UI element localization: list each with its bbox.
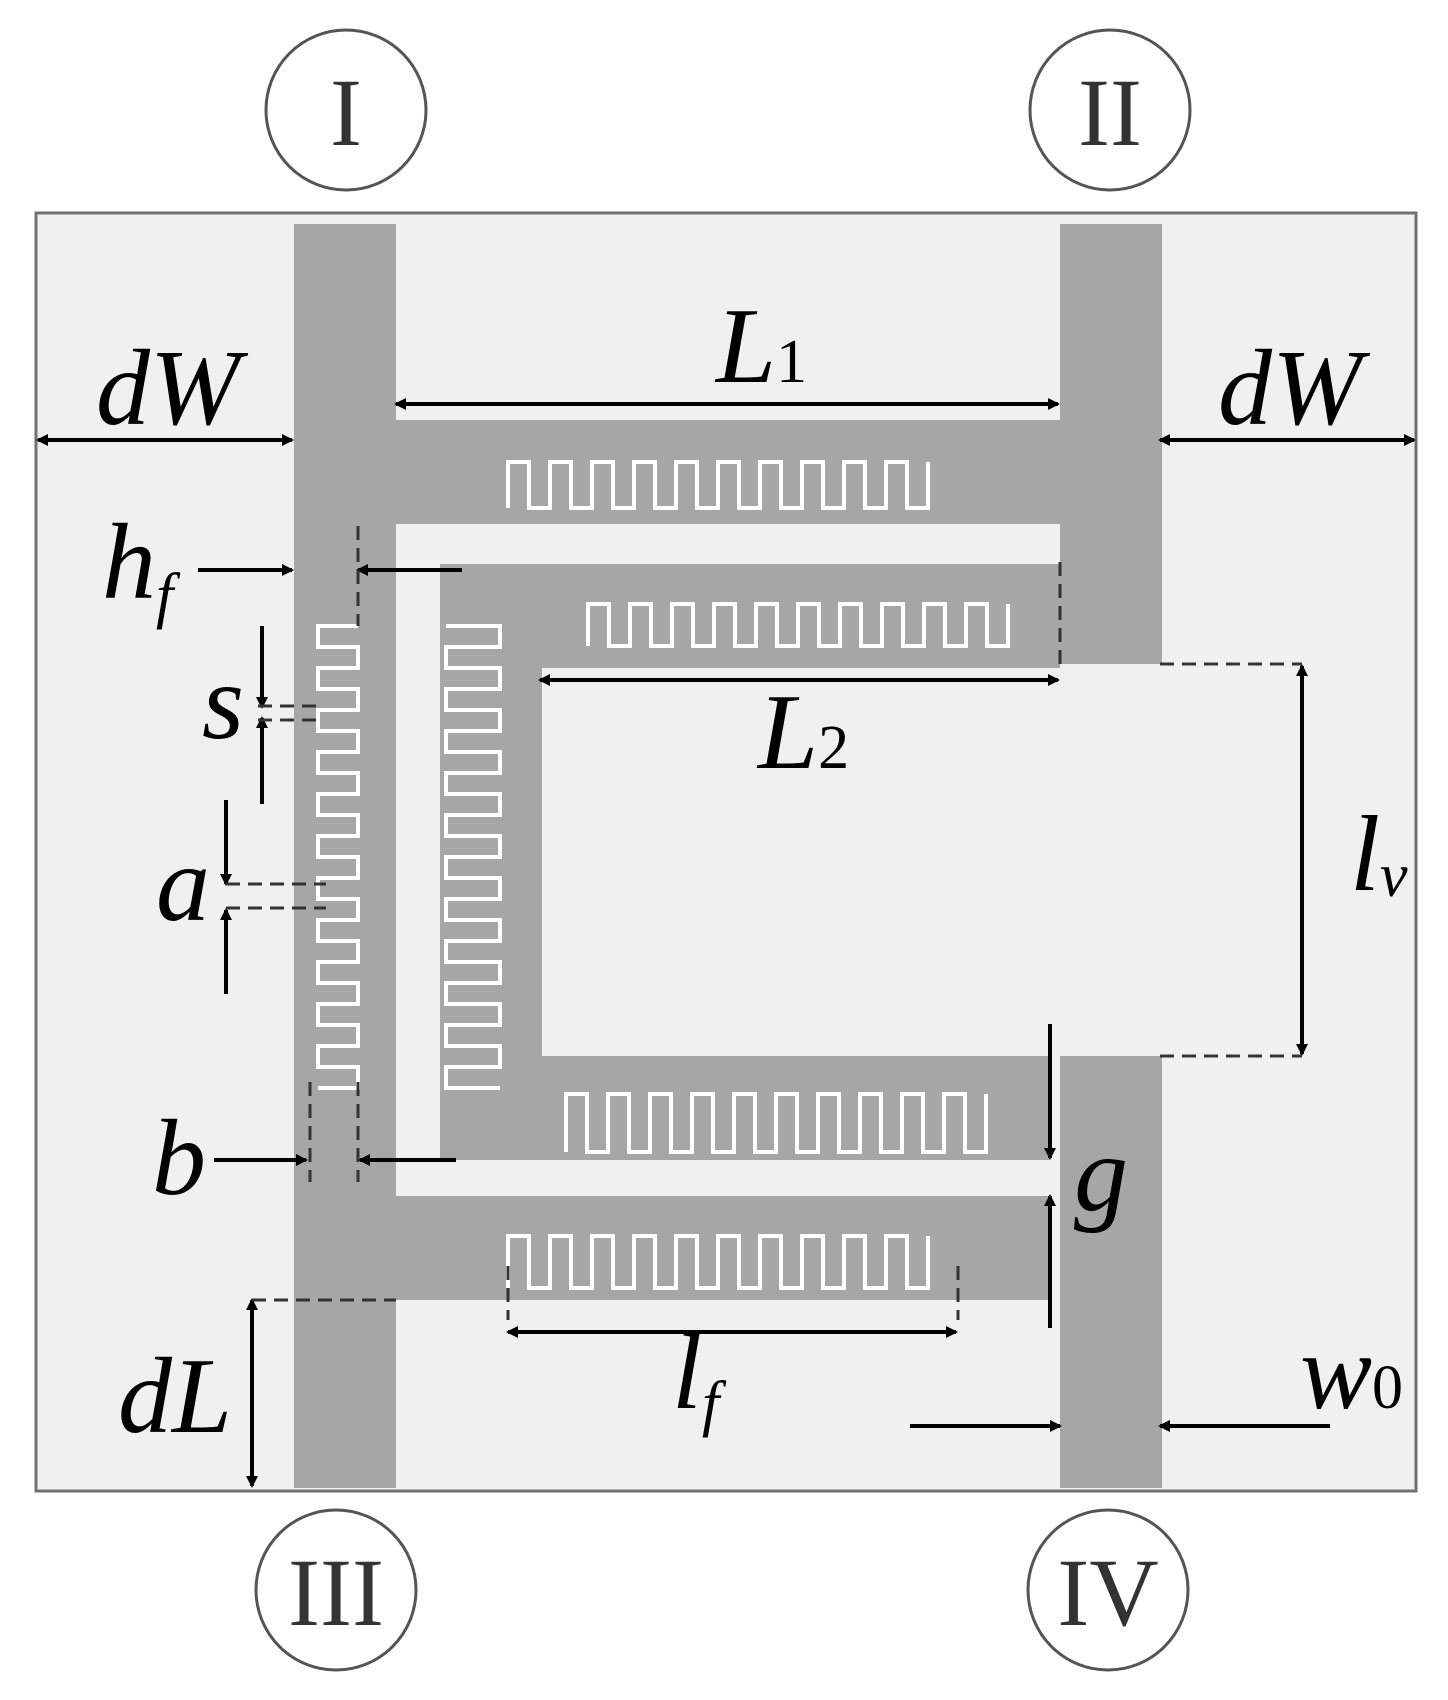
label-dw-right: dW (1218, 329, 1371, 448)
label-g: g (1074, 1115, 1128, 1234)
feed-line-port-4 (1060, 1056, 1162, 1488)
label-a: a (156, 825, 210, 944)
port-label: II (1078, 59, 1142, 166)
label-l1-sub: 1 (776, 328, 807, 396)
label-lv-sub: v (1380, 842, 1408, 910)
label-b: b (152, 1099, 206, 1218)
left-vertical-arm (294, 600, 396, 1300)
port-circle (254, 1508, 418, 1672)
label-dl: dL (118, 1337, 232, 1456)
label-dw-left: dW (96, 329, 249, 448)
top-outer-arm (396, 420, 1160, 524)
label-l2: L2 (756, 673, 849, 792)
left-outer-meander (316, 624, 360, 1090)
label-w0-main: w (1300, 1313, 1372, 1432)
label-w0: w0 (1300, 1313, 1403, 1432)
port-label: IV (1057, 1539, 1158, 1646)
conductor-layer (294, 224, 1162, 1488)
label-l2-sub: 2 (818, 714, 849, 782)
port-circle (1028, 28, 1192, 192)
left-inner-meander (444, 624, 502, 1090)
extension-lines (226, 526, 1302, 1320)
bottom-inner-arm (440, 1056, 1050, 1160)
label-hf-main: h (102, 503, 156, 622)
label-lf: lf (672, 1313, 727, 1438)
label-l1: L1 (714, 287, 807, 406)
label-w0-sub: 0 (1372, 1354, 1403, 1422)
label-lf-main: l (672, 1313, 702, 1432)
port-label: I (330, 59, 362, 166)
port-1: I (264, 28, 428, 192)
port-label: III (288, 1539, 384, 1646)
label-s: s (202, 643, 244, 762)
port-circle (264, 28, 428, 192)
bottom-outer-meander (506, 1234, 930, 1290)
label-lv-main: l (1350, 795, 1380, 914)
top-inner-arm (440, 564, 1060, 668)
label-lv: lv (1350, 795, 1408, 914)
port-4: IV (1026, 1508, 1190, 1672)
dimension-lines (36, 398, 1416, 1488)
port-2: II (1028, 28, 1192, 192)
top-outer-meander (506, 460, 930, 510)
dimension-labels: dW dW L1 L2 hf s a b lv g lf dL w0 (96, 287, 1408, 1456)
bottom-inner-meander (564, 1092, 988, 1154)
bottom-outer-arm (294, 1196, 1050, 1300)
port-3: III (254, 1508, 418, 1672)
port-circle (1026, 1508, 1190, 1672)
label-l1-main: L (714, 287, 776, 406)
top-inner-meander (586, 602, 1010, 648)
label-l2-main: L (756, 673, 818, 792)
meander-slots (316, 460, 1010, 1290)
